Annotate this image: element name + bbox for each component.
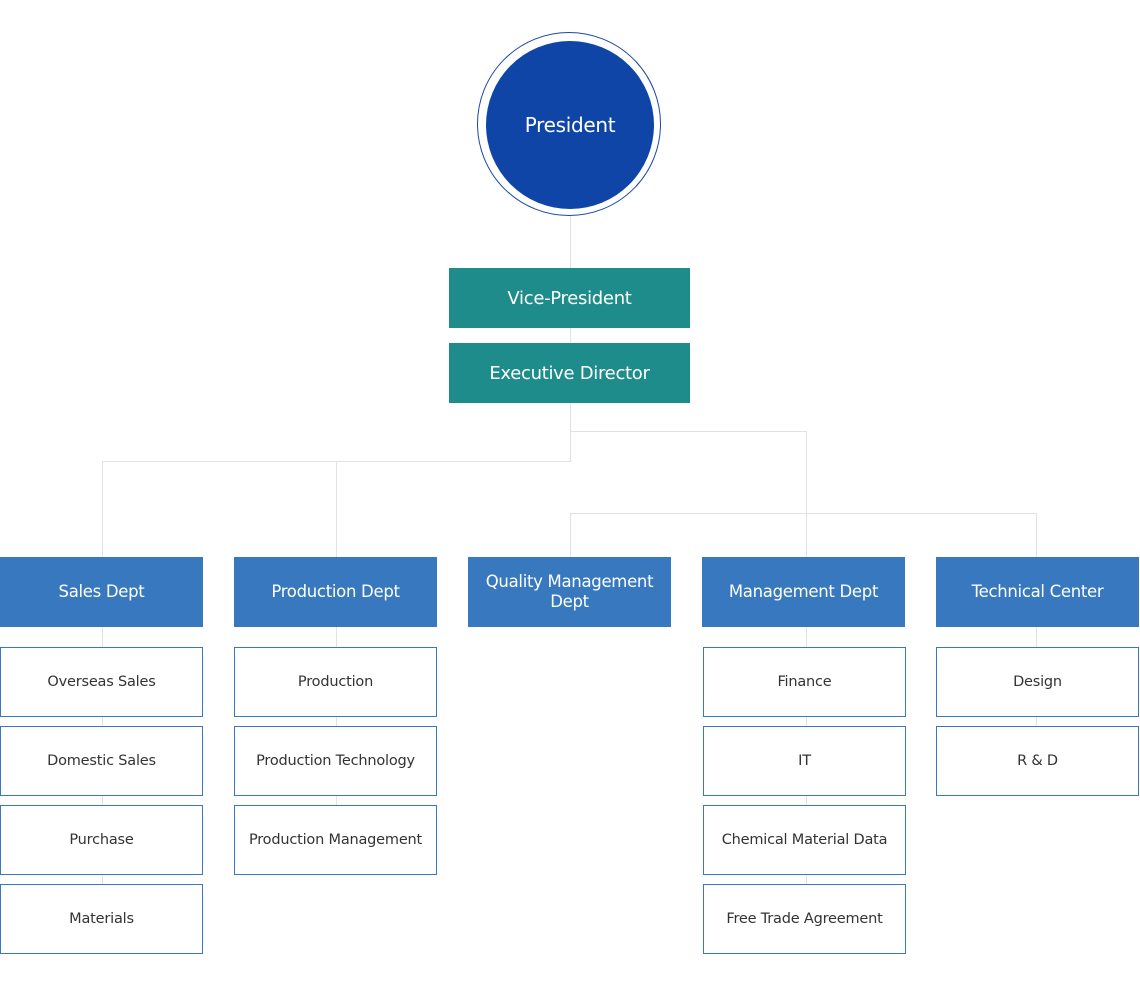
team-chemical-material-data: Chemical Material Data: [703, 805, 906, 875]
team-overseas-sales: Overseas Sales: [0, 647, 203, 717]
vice-president-node: Vice-President: [449, 268, 690, 328]
connector-production-drop: [336, 461, 337, 557]
dept-management: Management Dept: [702, 557, 905, 627]
team-label: Domestic Sales: [47, 753, 156, 769]
connector-exec-down: [570, 403, 571, 462]
team-label: Chemical Material Data: [721, 832, 888, 848]
connector-right-branch: [570, 431, 807, 432]
executive-director-node: Executive Director: [449, 343, 690, 403]
team-design: Design: [936, 647, 1139, 717]
team-production: Production: [234, 647, 437, 717]
dept-technical-center: Technical Center: [936, 557, 1139, 627]
team-label: Design: [1013, 674, 1062, 690]
team-domestic-sales: Domestic Sales: [0, 726, 203, 796]
connector-sales-drop: [102, 461, 103, 557]
team-label: Free Trade Agreement: [726, 911, 883, 927]
team-it: IT: [703, 726, 906, 796]
team-label: Production Management: [248, 832, 423, 848]
team-materials: Materials: [0, 884, 203, 954]
vice-president-label: Vice-President: [507, 287, 632, 309]
team-label: Overseas Sales: [47, 674, 156, 690]
connector-vp-to-exec: [570, 328, 571, 343]
team-label: IT: [798, 753, 811, 769]
team-production-technology: Production Technology: [234, 726, 437, 796]
team-finance: Finance: [703, 647, 906, 717]
team-label: Materials: [69, 911, 134, 927]
dept-sales: Sales Dept: [0, 557, 203, 627]
connector-management-drop: [806, 431, 807, 557]
connector-sub-branch: [570, 513, 1037, 514]
team-production-management: Production Management: [234, 805, 437, 875]
dept-label: Quality Management Dept: [485, 572, 654, 611]
team-label: Purchase: [69, 832, 134, 848]
dept-production: Production Dept: [234, 557, 437, 627]
team-r-and-d: R & D: [936, 726, 1139, 796]
executive-director-label: Executive Director: [489, 362, 650, 384]
connector-president-to-vp: [570, 216, 571, 268]
president-ring: [477, 32, 661, 216]
connector-technical-drop: [1036, 513, 1037, 557]
dept-label: Sales Dept: [58, 582, 145, 601]
president-node: President: [486, 41, 654, 209]
dept-label: Management Dept: [728, 582, 879, 601]
team-label: Production: [297, 674, 374, 690]
team-label: Finance: [777, 674, 832, 690]
team-purchase: Purchase: [0, 805, 203, 875]
team-free-trade-agreement: Free Trade Agreement: [703, 884, 906, 954]
dept-label: Production Dept: [271, 582, 400, 601]
team-label: R & D: [1017, 753, 1058, 769]
dept-quality-management: Quality Management Dept: [468, 557, 671, 627]
president-label: President: [524, 113, 616, 137]
team-label: Production Technology: [256, 753, 415, 769]
connector-quality-drop: [570, 513, 571, 557]
dept-label: Technical Center: [971, 582, 1104, 601]
